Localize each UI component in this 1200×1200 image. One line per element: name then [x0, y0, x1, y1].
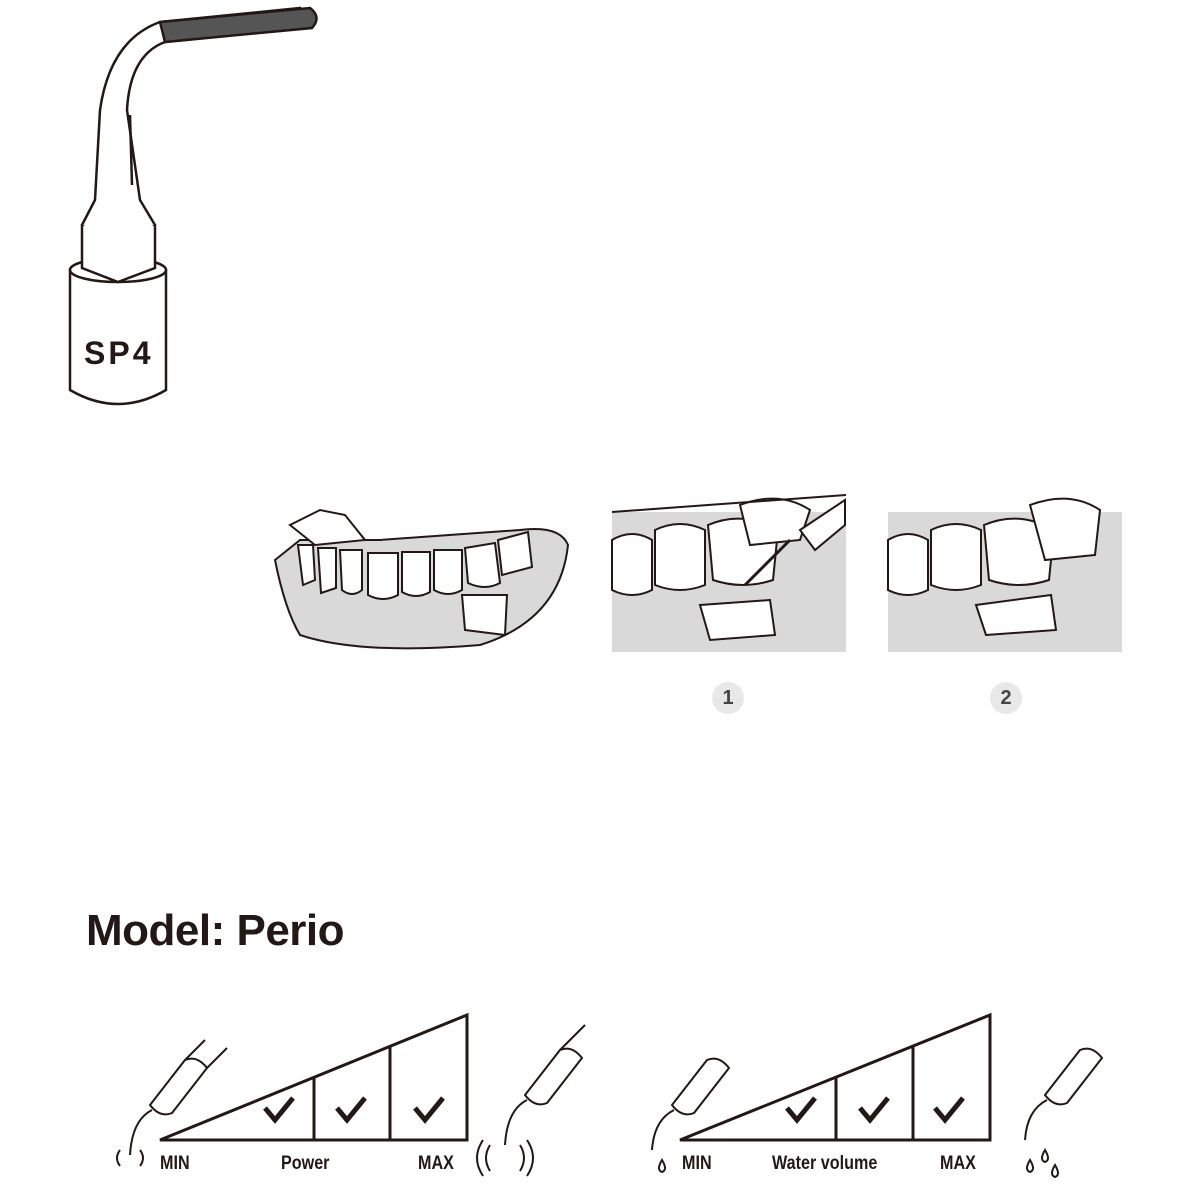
step-1-badge: 1	[712, 682, 744, 714]
water-scale-chart	[679, 1012, 992, 1142]
water-volume-label: Water volume	[772, 1153, 878, 1174]
check-icon	[263, 1096, 295, 1124]
handpiece-vibrating-icon	[476, 1024, 586, 1177]
check-icon	[413, 1096, 445, 1124]
step-2-badge: 2	[990, 682, 1022, 714]
handpiece-water-drop-icon	[651, 1057, 731, 1174]
check-icon	[858, 1096, 890, 1124]
power-scale-chart	[159, 1012, 469, 1142]
step-2-illustration	[887, 497, 1122, 652]
power-label: Power	[281, 1153, 330, 1174]
model-title: Model: Perio	[86, 906, 345, 955]
step-1-illustration	[611, 494, 847, 652]
handpiece-water-drops-icon	[1024, 1047, 1104, 1179]
sp4-tip-illustration	[68, 6, 318, 406]
power-max-label: MAX	[418, 1153, 454, 1174]
handpiece-icon	[116, 1039, 228, 1167]
power-min-label: MIN	[160, 1153, 190, 1174]
water-max-label: MAX	[940, 1153, 976, 1174]
water-min-label: MIN	[682, 1153, 712, 1174]
check-icon	[933, 1096, 965, 1124]
check-icon	[335, 1096, 367, 1124]
check-icon	[785, 1096, 817, 1124]
jaw-overview-illustration	[273, 508, 570, 650]
tip-code: SP4	[84, 335, 153, 371]
